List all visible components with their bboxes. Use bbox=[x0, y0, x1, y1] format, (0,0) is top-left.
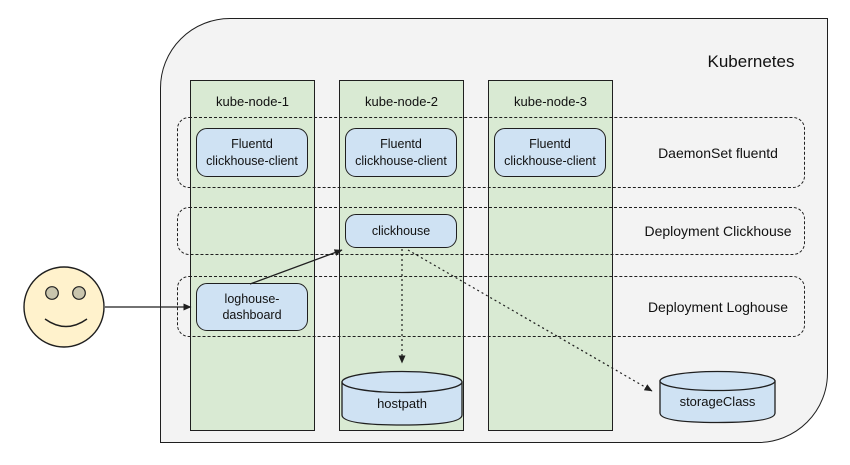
smiley-eye-left bbox=[45, 286, 59, 300]
pod-label-line1: Fluentd bbox=[380, 137, 422, 152]
group-label: DaemonSet fluentd bbox=[658, 144, 778, 161]
pod-label-line1: loghouse- bbox=[224, 291, 280, 306]
pod-label-line1: Fluentd bbox=[231, 137, 273, 152]
group-daemonset-fluentd: DaemonSet fluentd bbox=[177, 117, 805, 188]
group-label: Deployment Loghouse bbox=[647, 298, 789, 315]
pod-label-line2: clickhouse-client bbox=[355, 153, 447, 168]
pod-label-line1: Fluentd bbox=[529, 137, 571, 152]
node-label: kube-node-1 bbox=[216, 94, 289, 109]
storage-storageclass-label: storageClass bbox=[679, 394, 756, 409]
group-deployment-clickhouse: Deployment Clickhouse bbox=[177, 207, 805, 255]
pod-label-line2: clickhouse-client bbox=[206, 153, 298, 168]
smiley-eye-right bbox=[72, 286, 86, 300]
node-label: kube-node-2 bbox=[365, 94, 438, 109]
pod-clickhouse: clickhouse bbox=[345, 214, 457, 248]
smiley-mouth bbox=[44, 318, 88, 328]
pod-fluentd-node2: Fluentd clickhouse-client bbox=[345, 128, 457, 177]
pod-label: clickhouse bbox=[371, 223, 431, 238]
pod-label-line2: clickhouse-client bbox=[504, 153, 596, 168]
user-smiley-icon bbox=[23, 266, 105, 348]
pod-loghouse-dashboard: loghouse- dashboard bbox=[196, 283, 308, 331]
group-label: Deployment Clickhouse bbox=[644, 223, 792, 239]
pod-label-line2: dashboard bbox=[222, 308, 282, 322]
smiley-face bbox=[23, 266, 105, 348]
cluster-title: Kubernetes bbox=[707, 52, 795, 71]
pod-fluentd-node3: Fluentd clickhouse-client bbox=[494, 128, 606, 177]
pod-fluentd-node1: Fluentd clickhouse-client bbox=[196, 128, 308, 177]
node-label: kube-node-3 bbox=[514, 94, 587, 109]
storage-hostpath-label: hostpath bbox=[377, 396, 427, 411]
